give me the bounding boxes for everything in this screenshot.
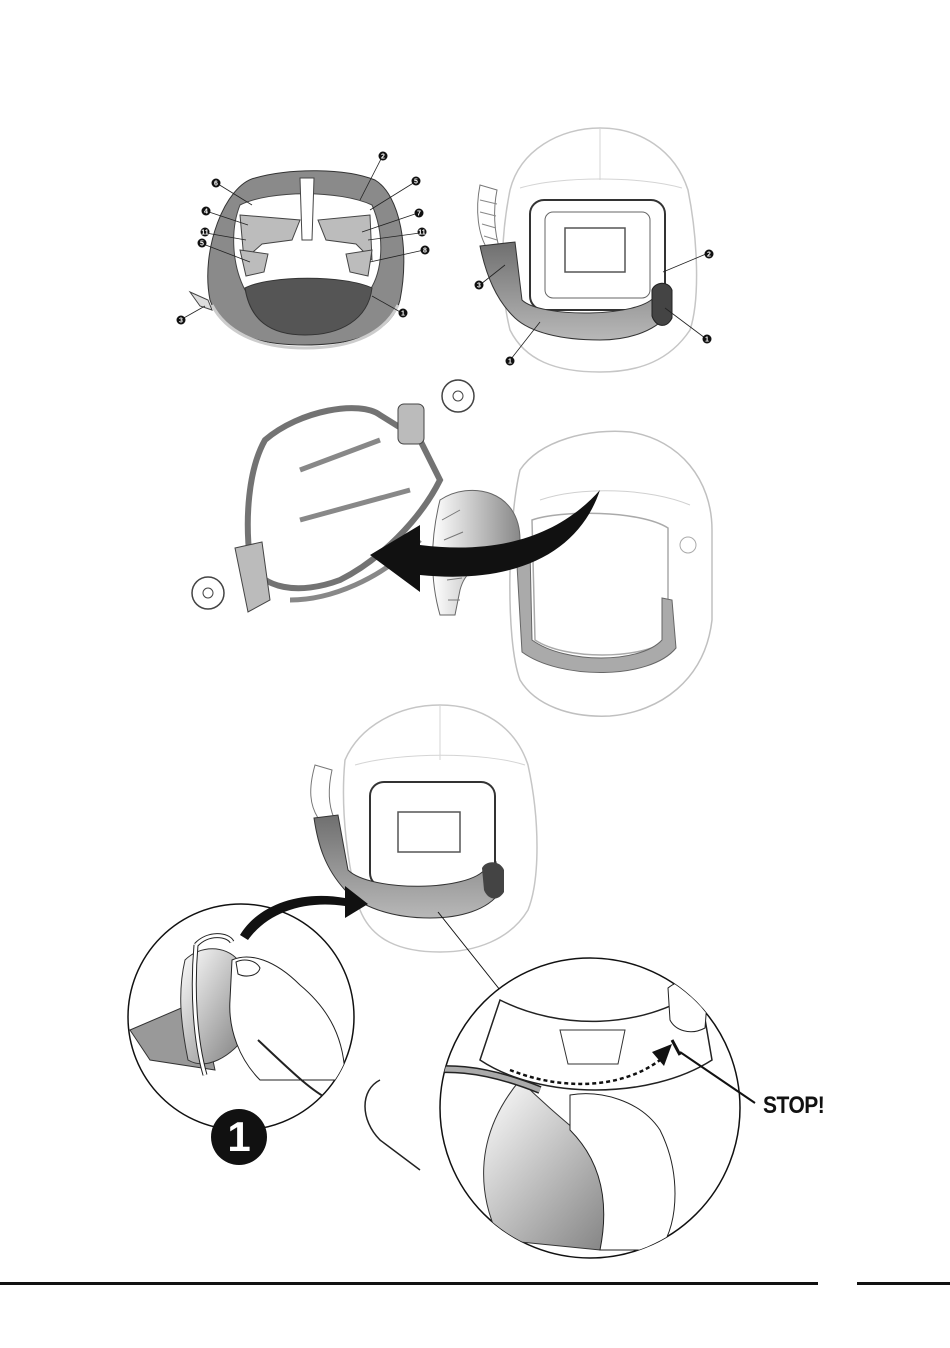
fingertip-right <box>668 981 708 1032</box>
svg-text:1: 1 <box>508 359 512 366</box>
callout-fig2-1b: 1 <box>506 357 515 366</box>
svg-text:5: 5 <box>200 241 204 248</box>
callout-fig2-3: 3 <box>475 281 484 290</box>
callout-fig1-3: 3 <box>177 316 186 325</box>
helmet-lower-seams <box>355 705 525 765</box>
stop-label: STOP! <box>763 1092 824 1120</box>
figure-headgear-insertion <box>192 380 712 716</box>
helmet-visor-frame <box>530 200 665 310</box>
callout-fig1-5a: 5 <box>412 177 421 186</box>
svg-text:7: 7 <box>417 211 421 218</box>
figure-seal-threading <box>128 705 755 1258</box>
callout-fig1-5b: 5 <box>198 239 207 248</box>
liner-right-lower-tab <box>346 250 372 276</box>
headgear-side-arm <box>235 542 270 612</box>
helmet-side-seam <box>540 491 690 505</box>
svg-text:2: 2 <box>381 154 385 161</box>
figure-helmet-front: 2 3 1 1 <box>475 128 714 372</box>
callout-fig1-1: 1 <box>399 309 408 318</box>
washer-left <box>192 577 224 609</box>
helmet-visor-inner <box>545 212 650 298</box>
face-seal-right-cup <box>652 283 672 325</box>
svg-text:3: 3 <box>477 283 481 290</box>
svg-text:1: 1 <box>705 337 709 344</box>
callout-fig1-4: 4 <box>202 207 211 216</box>
callout-fig1-11a: 11 <box>201 228 210 237</box>
svg-text:11: 11 <box>201 230 209 237</box>
callout-fig1-6: 6 <box>212 179 221 188</box>
svg-text:3: 3 <box>179 318 183 325</box>
svg-text:11: 11 <box>418 230 426 237</box>
liner-top-strap <box>300 178 314 240</box>
helmet-filter-window <box>565 228 625 272</box>
svg-text:8: 8 <box>423 248 427 255</box>
step-number-badge: 1 <box>211 1109 267 1165</box>
helmet-side-seal <box>516 548 676 673</box>
helmet-crown-seam <box>520 179 682 188</box>
helmet-lower-filter <box>398 812 460 852</box>
callout-fig1-2: 2 <box>379 152 388 161</box>
helmet-side-knob <box>680 537 696 553</box>
svg-text:4: 4 <box>204 209 208 216</box>
helmet-lower-hose <box>311 765 334 818</box>
callout-fig2-1a: 1 <box>703 335 712 344</box>
footer-rule-left <box>0 1282 818 1285</box>
headgear-knob <box>398 404 424 444</box>
helmet-side-shell <box>510 431 712 716</box>
svg-text:2: 2 <box>707 252 711 259</box>
figure-headband-liner: 6 2 5 4 7 11 11 5 8 3 1 <box>177 152 430 349</box>
callout-fig1-8: 8 <box>421 246 430 255</box>
callout-fig1-7: 7 <box>415 209 424 218</box>
svg-text:5: 5 <box>414 179 418 186</box>
footer-rule-right <box>857 1282 950 1285</box>
zoom-leader-line <box>438 912 500 990</box>
cloth-outside-right <box>365 1080 420 1170</box>
washer-top <box>442 380 474 412</box>
svg-text:6: 6 <box>214 181 218 188</box>
callout-fig1-11b: 11 <box>418 228 427 237</box>
helmet-lower-visor <box>370 782 495 887</box>
svg-text:1: 1 <box>401 311 405 318</box>
callout-fig2-2: 2 <box>705 250 714 259</box>
